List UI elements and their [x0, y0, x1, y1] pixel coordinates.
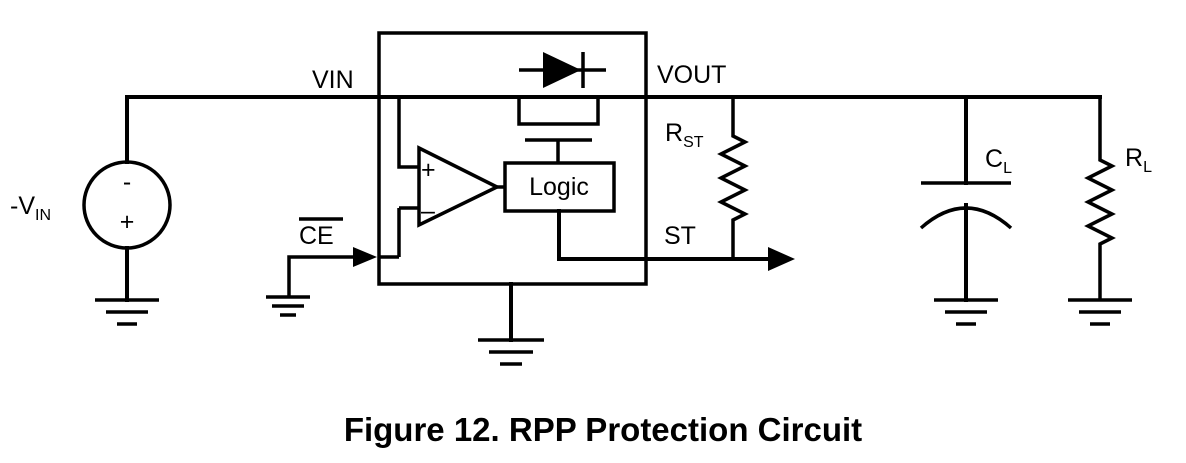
- cl-label: CL: [985, 145, 1012, 177]
- diode-symbol: [519, 52, 606, 88]
- source-minus-sign: -: [123, 168, 131, 196]
- st-pin-label: ST: [664, 222, 696, 250]
- opamp-minus-sign: –: [421, 197, 435, 225]
- opamp-plus-sign: +: [421, 156, 436, 184]
- source-plus-sign: +: [120, 208, 135, 236]
- ce-arrow-icon: [353, 247, 377, 267]
- ground-symbol-rl: [1068, 298, 1132, 326]
- ground-symbol-ic: [478, 338, 544, 366]
- mosfet-switch: [517, 97, 600, 163]
- ce-input-wire: [287, 255, 360, 297]
- ce-pin-label: CE: [299, 222, 334, 250]
- source-label: -VIN: [10, 192, 51, 224]
- rl-resistor-symbol: [1084, 97, 1116, 300]
- logic-block-label: Logic: [529, 173, 589, 201]
- st-arrow-icon: [768, 247, 795, 271]
- vout-pin-label: VOUT: [657, 61, 726, 89]
- ground-symbol-cl: [934, 298, 998, 326]
- rst-label: RST: [665, 119, 704, 151]
- cl-capacitor-symbol: [919, 95, 1013, 302]
- vin-pin-label: VIN: [312, 66, 354, 94]
- ground-symbol-source: [95, 298, 159, 326]
- opamp-input-wires: [397, 97, 419, 257]
- op-amp-symbol: + –: [417, 145, 505, 228]
- figure-caption: Figure 12. RPP Protection Circuit: [344, 411, 862, 448]
- ground-symbol-ce: [266, 295, 310, 317]
- rst-resistor-symbol: [717, 97, 749, 259]
- st-output-wire: [557, 209, 772, 261]
- rl-label: RL: [1125, 144, 1152, 176]
- voltage-source-symbol: [82, 160, 172, 250]
